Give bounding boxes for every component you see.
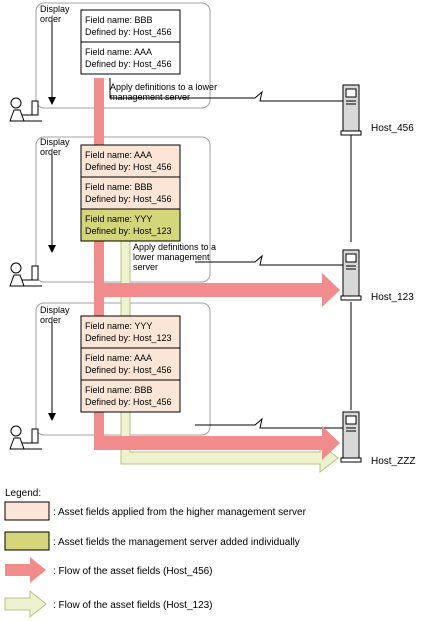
legend-arrow-host456	[5, 557, 46, 583]
apply-definitions-label-1a: Apply definitions to a lower	[110, 82, 217, 92]
field-defined-by: Defined by: Host_123	[85, 226, 172, 236]
user-at-desk-icon	[9, 97, 42, 122]
apply-definitions-label-2a: Apply definitions to a	[133, 242, 216, 252]
field-box	[80, 176, 181, 210]
apply-definitions-label-2b: lower management	[133, 252, 210, 262]
field-name: Field name: AAA	[85, 353, 152, 363]
field-box	[80, 379, 181, 413]
display-order-label-1a: Display	[40, 4, 70, 14]
field-box	[80, 208, 181, 242]
field-box	[80, 9, 181, 43]
display-order-label-3a: Display	[40, 305, 70, 315]
field-box	[80, 347, 181, 381]
field-name: Field name: AAA	[85, 150, 152, 160]
field-name: Field name: YYY	[85, 321, 152, 331]
display-order-label-2a: Display	[40, 137, 70, 147]
display-order-arrowhead-3	[48, 413, 56, 421]
field-name: Field name: YYY	[85, 214, 152, 224]
field-name: Field name: AAA	[85, 47, 152, 57]
user-at-desk-icon	[9, 262, 42, 287]
legend-swatch-individual	[4, 531, 50, 551]
display-order-arrowhead-1	[48, 97, 56, 105]
display-order-label-3b: order	[40, 315, 61, 325]
field-defined-by: Defined by: Host_456	[85, 162, 172, 172]
host-label: Host_123	[371, 292, 414, 303]
display-order-label-2b: order	[40, 147, 61, 157]
comm-line-2	[195, 254, 343, 266]
field-name: Field name: BBB	[85, 182, 153, 192]
field-defined-by: Defined by: Host_123	[85, 333, 172, 343]
server-icon	[340, 411, 362, 463]
legend-arrow-host123	[4, 589, 47, 619]
legend-title: Legend:	[5, 488, 41, 499]
comm-line-3	[195, 417, 343, 429]
field-box	[80, 144, 181, 178]
legend-swatch-applied	[4, 501, 50, 521]
field-defined-by: Defined by: Host_456	[85, 194, 172, 204]
field-name: Field name: BBB	[85, 385, 153, 395]
field-box	[80, 41, 181, 75]
panel-3-fields: Field name: YYY Defined by: Host_123 Fie…	[80, 315, 181, 413]
legend-item: : Asset fields the management server add…	[53, 537, 300, 548]
field-name: Field name: BBB	[85, 15, 153, 25]
panel-1-fields: Field name: BBB Defined by: Host_456 Fie…	[80, 9, 181, 75]
legend-item: : Flow of the asset fields (Host_123)	[53, 600, 213, 611]
server-icon	[340, 249, 362, 301]
user-at-desk-icon	[9, 425, 42, 450]
display-order-arrowhead-2	[48, 245, 56, 253]
host-label: Host_ZZZ	[371, 456, 415, 467]
server-icon	[340, 84, 362, 136]
comm-line-1	[109, 78, 343, 102]
apply-definitions-label-2c: server	[133, 262, 158, 272]
legend-item: : Flow of the asset fields (Host_456)	[53, 566, 213, 577]
legend-item: : Asset fields applied from the higher m…	[53, 507, 307, 518]
host-label: Host_456	[371, 123, 414, 134]
display-order-label-1b: order	[40, 14, 61, 24]
apply-definitions-label-1b: management server	[110, 92, 190, 102]
field-defined-by: Defined by: Host_456	[85, 59, 172, 69]
field-defined-by: Defined by: Host_456	[85, 365, 172, 375]
field-defined-by: Defined by: Host_456	[85, 27, 172, 37]
field-defined-by: Defined by: Host_456	[85, 397, 172, 407]
panel-2-fields: Field name: AAA Defined by: Host_456 Fie…	[80, 144, 181, 242]
